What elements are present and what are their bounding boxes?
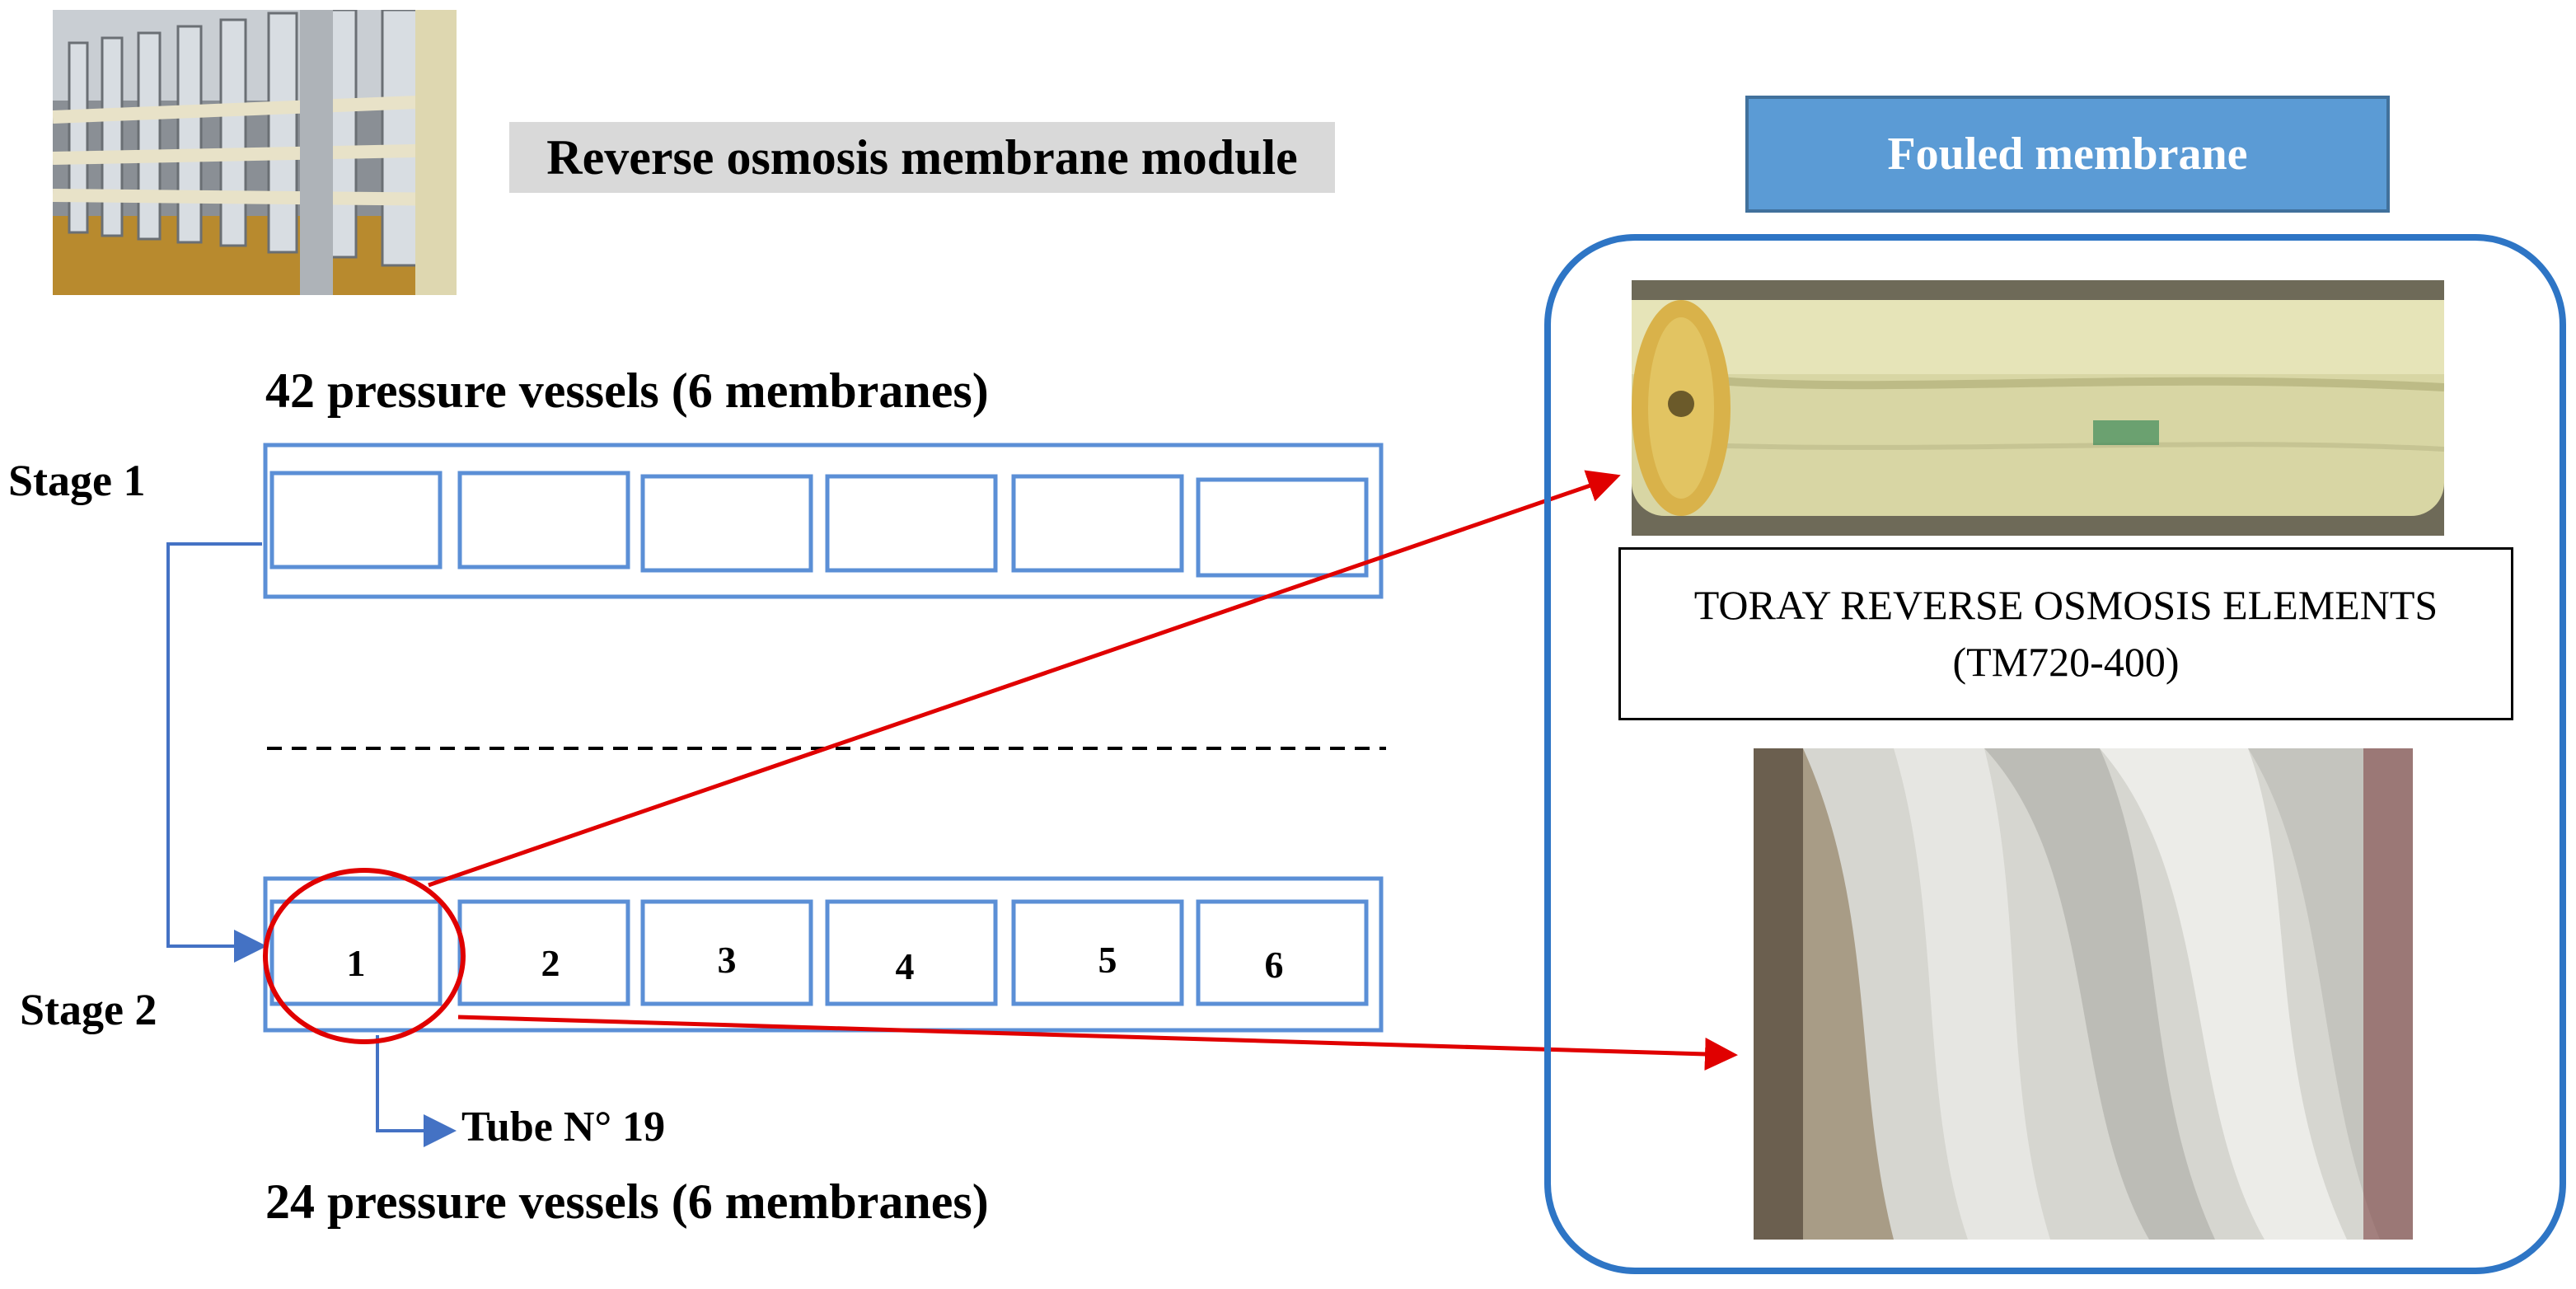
stage2-membrane-1 <box>269 899 443 1006</box>
stage2-membrane-5-label: 5 <box>1098 939 1117 981</box>
stage2-membrane-4-label: 4 <box>896 945 915 987</box>
element-caption-line1: TORAY REVERSE OSMOSIS ELEMENTS <box>1693 582 2438 628</box>
stage1-membrane-5 <box>1011 474 1184 573</box>
element-caption-line2: (TM720-400) <box>1952 639 2180 685</box>
stage2-membranes <box>269 899 1369 1006</box>
fouled-membrane-header: Fouled membrane <box>1745 96 2390 213</box>
arrow-to-element-photo <box>428 470 1621 888</box>
stage2-label: Stage 2 <box>20 985 157 1034</box>
stage1-label: Stage 1 <box>8 456 146 505</box>
stage1-membranes <box>269 471 1369 578</box>
stage2-membrane-3-label: 3 <box>718 939 737 981</box>
stage2-membrane-5 <box>1011 899 1184 1006</box>
stage2-membrane-4 <box>825 899 998 1006</box>
fouled-membrane-photo <box>1754 748 2413 1240</box>
stage2-membrane-2-label: 2 <box>541 942 560 984</box>
ro-element-photo <box>1632 280 2444 536</box>
stage2-membrane-6-label: 6 <box>1265 944 1284 986</box>
arrow-to-fouled-photo <box>457 1015 1738 1071</box>
stage2-membrane-6 <box>1196 899 1369 1006</box>
element-caption-box: TORAY REVERSE OSMOSIS ELEMENTS (TM720-40… <box>1618 547 2513 720</box>
stage2-membrane-3 <box>640 899 813 1006</box>
stage2-vessels-label: 24 pressure vessels (6 membranes) <box>265 1174 989 1229</box>
stage1-membrane-1 <box>269 471 443 570</box>
stage1-membrane-3 <box>640 474 813 573</box>
stage1-vessels-label: 42 pressure vessels (6 membranes) <box>265 363 989 418</box>
stage2-membrane-1-label: 1 <box>347 942 366 984</box>
ro-plant-photo <box>53 10 457 295</box>
stage1-vessel <box>263 443 1384 599</box>
module-title: Reverse osmosis membrane module <box>509 122 1335 193</box>
stage1-membrane-6 <box>1196 477 1369 578</box>
stage1-membrane-2 <box>457 471 630 570</box>
stage1-membrane-4 <box>825 474 998 573</box>
stage-connector-arrow <box>166 542 267 963</box>
fouled-membrane-panel <box>1544 234 2566 1274</box>
stage2-membrane-2 <box>457 899 630 1006</box>
tube-pointer-arrow <box>376 1035 457 1147</box>
tube-label: Tube N° 19 <box>461 1104 666 1151</box>
highlight-circle <box>263 868 466 1044</box>
